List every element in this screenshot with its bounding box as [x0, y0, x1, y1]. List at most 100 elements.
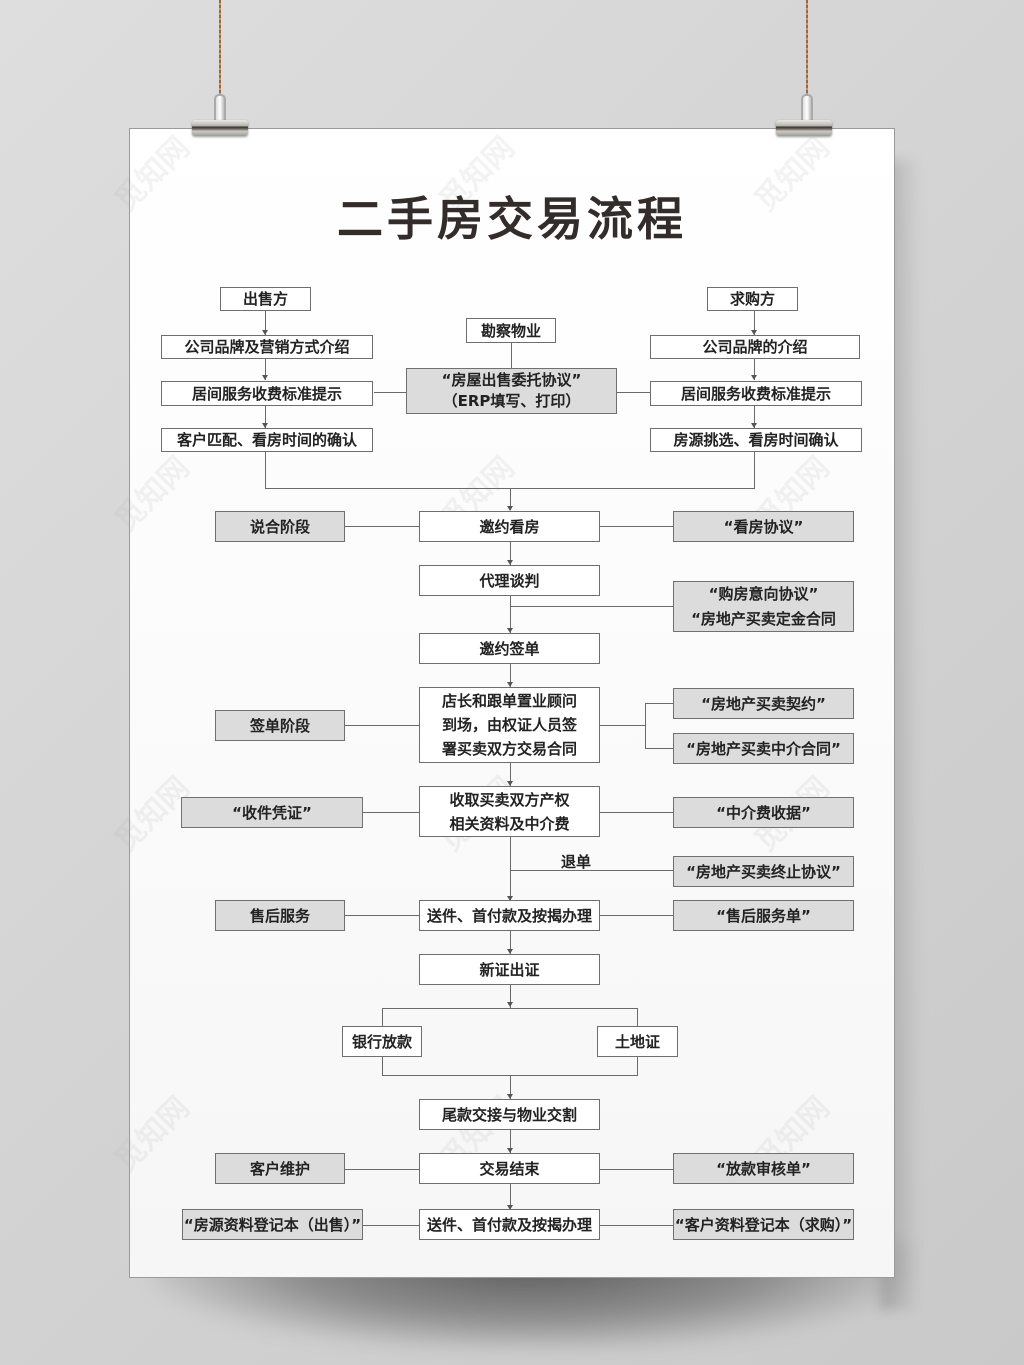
- connector: [510, 837, 511, 901]
- connector: [345, 915, 419, 916]
- flow-step-sign-contract: 店长和跟单置业顾问 到场，由权证人员签 署买卖双方交易合同: [419, 687, 600, 763]
- connector: [511, 342, 512, 368]
- connector: [617, 392, 650, 393]
- connector: [510, 606, 673, 607]
- buyer-step-2: 居间服务收费标准提示: [650, 381, 862, 406]
- flow-step-new-certificate: 新证出证: [419, 954, 600, 985]
- doc-after-sales-form: “售后服务单”: [673, 900, 854, 931]
- arrow-down-icon: [751, 423, 757, 428]
- arrow-down-icon: [262, 423, 268, 428]
- stage-customer-care: 客户维护: [215, 1153, 345, 1184]
- connector: [600, 812, 673, 813]
- connector: [374, 392, 406, 393]
- connector: [510, 930, 511, 954]
- arrow-down-icon: [507, 1148, 513, 1153]
- flow-step-invite-viewing: 邀约看房: [419, 511, 600, 542]
- connector: [345, 526, 419, 527]
- connector: [637, 1008, 638, 1026]
- connector: [510, 1183, 511, 1210]
- branch-bank-loan: 银行放款: [342, 1026, 422, 1057]
- stage-signing: 签单阶段: [215, 710, 345, 741]
- connector: [345, 725, 419, 726]
- connector: [265, 358, 266, 380]
- hanging-string-left: [219, 0, 221, 95]
- connector: [754, 451, 755, 488]
- arrow-down-icon: [507, 781, 513, 786]
- doc-loan-review-form: “放款审核单”: [673, 1153, 854, 1184]
- arrow-down-icon: [507, 949, 513, 954]
- connector: [510, 870, 673, 871]
- connector: [510, 1129, 511, 1153]
- connector: [600, 725, 645, 726]
- sale-entrustment-agreement-doc: “房屋出售委托协议” （ERP填写、打印）: [406, 368, 617, 414]
- connector: [265, 451, 266, 488]
- seller-header: 出售方: [220, 287, 311, 311]
- seller-step-2: 居间服务收费标准提示: [161, 381, 373, 406]
- connector: [600, 1169, 673, 1170]
- connector: [754, 405, 755, 428]
- connector: [382, 1057, 383, 1075]
- binder-clip-left: [192, 120, 248, 136]
- doc-termination-agreement: “房地产买卖终止协议”: [673, 856, 854, 887]
- doc-agency-contract: “房地产买卖中介合同”: [673, 733, 854, 764]
- connector: [362, 812, 419, 813]
- connector: [600, 1225, 673, 1226]
- connector: [382, 1008, 638, 1009]
- connector: [510, 664, 511, 687]
- flow-step-invite-signing: 邀约签单: [419, 633, 600, 664]
- arrow-down-icon: [507, 1094, 513, 1099]
- connector: [600, 526, 673, 527]
- binder-clip-right-handle: [801, 94, 813, 122]
- flow-step-transaction-complete: 交易结束: [419, 1153, 600, 1184]
- survey-property-box: 勘察物业: [466, 318, 556, 343]
- doc-agency-fee-receipt: “中介费收据”: [673, 797, 854, 828]
- flow-step-collect-documents-fee: 收取买卖双方产权 相关资料及中介费: [419, 786, 600, 837]
- arrow-down-icon: [507, 896, 513, 901]
- connector: [510, 984, 511, 1008]
- arrow-down-icon: [507, 628, 513, 633]
- connector: [645, 748, 673, 749]
- hanging-string-right: [806, 0, 808, 95]
- connector: [345, 1169, 419, 1170]
- arrow-down-icon: [262, 330, 268, 335]
- doc-purchase-intent-deposit: “购房意向协议” “房地产买卖定金合同: [673, 581, 854, 632]
- doc-buyer-register: “客户资料登记本（求购）”: [673, 1209, 854, 1240]
- seller-step-3: 客户匹配、看房时间的确认: [161, 428, 373, 452]
- buyer-step-3: 房源挑选、看房时间确认: [650, 428, 862, 452]
- arrow-down-icon: [507, 682, 513, 687]
- buyer-step-1: 公司品牌的介绍: [650, 335, 860, 359]
- branch-land-certificate: 土地证: [597, 1026, 678, 1057]
- arrow-down-icon: [751, 330, 757, 335]
- cancel-order-label: 退单: [561, 853, 592, 871]
- doc-sale-contract: “房地产买卖契约”: [673, 688, 854, 719]
- flow-step-final-payment-handover: 尾款交接与物业交割: [419, 1099, 600, 1130]
- stage-after-sales: 售后服务: [215, 900, 345, 931]
- doc-viewing-agreement: “看房协议”: [673, 511, 854, 542]
- connector: [637, 1057, 638, 1075]
- binder-clip-left-handle: [214, 94, 226, 122]
- connector: [265, 405, 266, 428]
- arrow-down-icon: [507, 506, 513, 511]
- connector: [265, 310, 266, 335]
- connector: [510, 488, 511, 510]
- connector: [510, 541, 511, 565]
- connector: [510, 595, 511, 633]
- seller-step-1: 公司品牌及营销方式介绍: [161, 335, 373, 359]
- flow-step-submit-downpayment-mortgage: 送件、首付款及按揭办理: [419, 900, 600, 931]
- connector: [645, 703, 646, 748]
- connector: [382, 1008, 383, 1026]
- doc-receipt-voucher: “收件凭证”: [181, 797, 363, 828]
- arrow-down-icon: [507, 1002, 513, 1007]
- connector: [600, 915, 673, 916]
- connector: [362, 1225, 419, 1226]
- arrow-down-icon: [262, 375, 268, 380]
- connector: [510, 1075, 511, 1099]
- connector: [754, 310, 755, 335]
- flow-step-negotiation: 代理谈判: [419, 565, 600, 596]
- doc-seller-register: “房源资料登记本（出售）”: [182, 1209, 363, 1240]
- stage-persuasion: 说合阶段: [215, 511, 345, 542]
- arrow-down-icon: [751, 375, 757, 380]
- buyer-header: 求购方: [707, 287, 798, 311]
- connector: [645, 703, 673, 704]
- arrow-down-icon: [507, 560, 513, 565]
